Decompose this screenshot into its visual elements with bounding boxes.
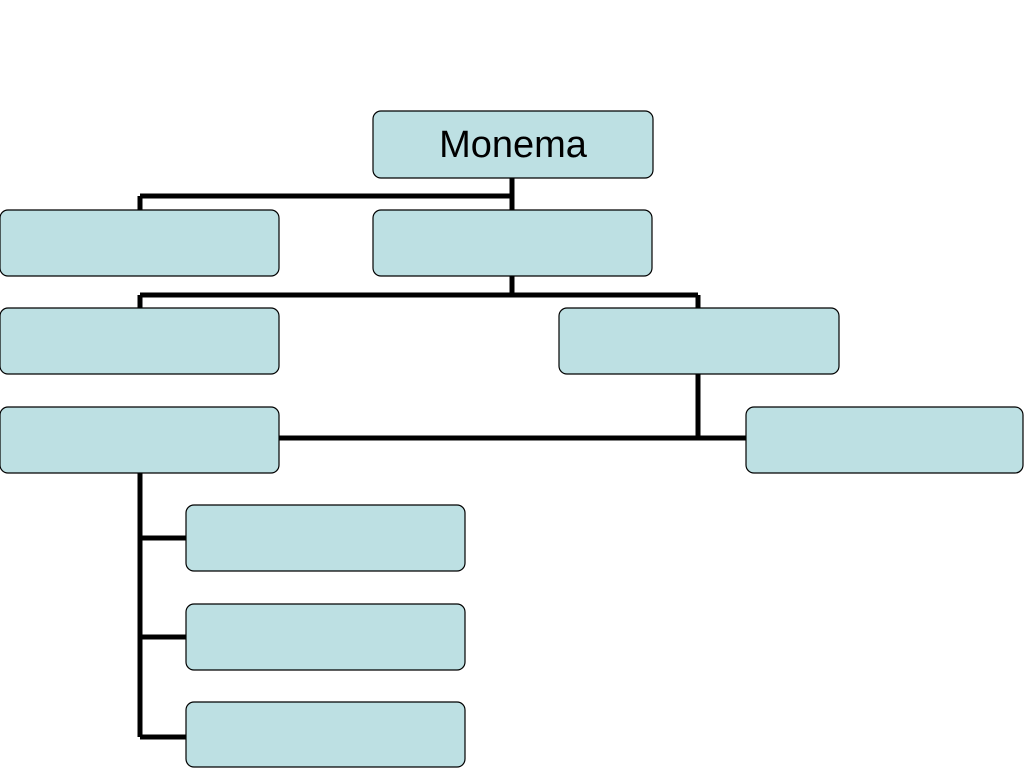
node-box-4	[558, 307, 840, 375]
node-label-root: Monema	[439, 124, 588, 166]
diagram-node-8	[185, 603, 466, 671]
diagram-node-6	[745, 406, 1024, 474]
node-box-7	[185, 504, 466, 572]
connectors	[137, 178, 746, 740]
diagram-node-2	[372, 209, 653, 277]
node-box-root	[372, 110, 654, 179]
node-box-9	[185, 701, 466, 768]
node-box-8	[185, 603, 466, 671]
diagram-node-1	[0, 209, 280, 277]
diagram-node-root: Monema	[372, 110, 654, 179]
diagram-node-4	[558, 307, 840, 375]
diagram-node-9	[185, 701, 466, 768]
diagram-node-3	[0, 307, 280, 375]
connector-n4-to-children	[279, 374, 746, 441]
diagram-node-7	[185, 504, 466, 572]
node-box-3	[0, 307, 280, 375]
connector-n2-to-children	[137, 276, 701, 308]
diagram-node-5	[0, 406, 280, 474]
connector-n5-to-children	[137, 473, 186, 740]
node-box-1	[0, 209, 280, 277]
node-box-6	[745, 406, 1024, 474]
connector-root-to-children	[137, 178, 515, 210]
node-box-5	[0, 406, 280, 474]
node-box-2	[372, 209, 653, 277]
